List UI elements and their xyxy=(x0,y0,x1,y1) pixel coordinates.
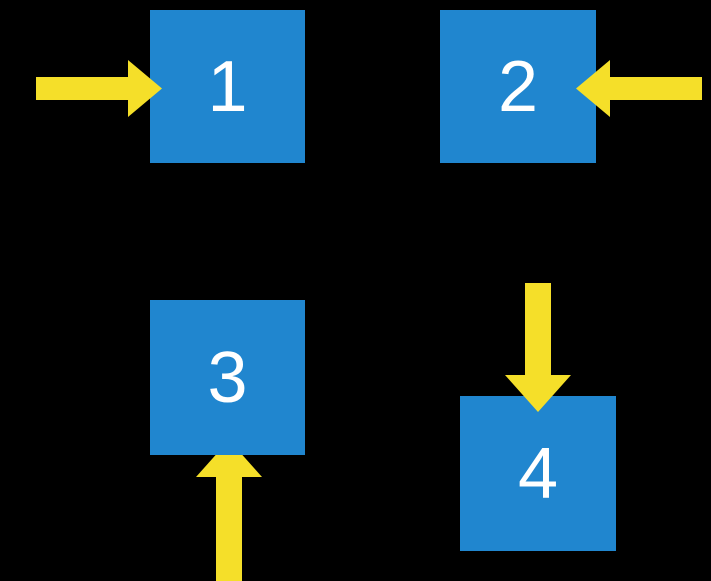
arrow-into-node-2 xyxy=(576,60,702,117)
node-label-4: 4 xyxy=(517,433,559,514)
arrow-into-node-3 xyxy=(196,440,262,581)
node-box-3[interactable]: 3 xyxy=(150,300,305,455)
node-box-4[interactable]: 4 xyxy=(460,396,616,551)
node-label-2: 2 xyxy=(497,46,539,127)
arrow-into-node-1 xyxy=(36,60,162,117)
node-label-1: 1 xyxy=(207,46,248,127)
node-label-3: 3 xyxy=(207,337,248,418)
node-box-2[interactable]: 2 xyxy=(440,10,596,163)
node-box-1[interactable]: 1 xyxy=(150,10,305,163)
arrow-into-node-4 xyxy=(505,283,571,412)
